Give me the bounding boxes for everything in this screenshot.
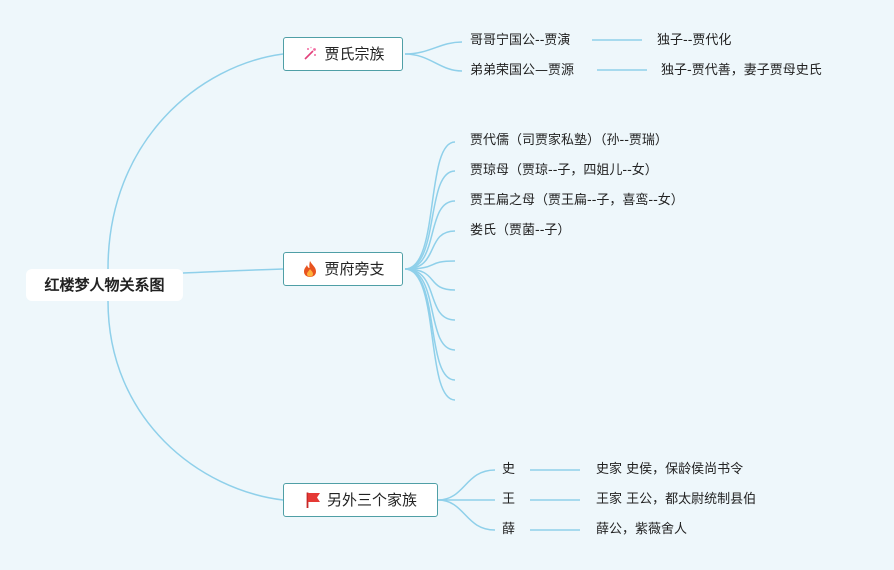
child-node[interactable]: 贾琼母（贾琼--子，四姐儿--女） — [470, 163, 658, 178]
branch-label: 贾氏宗族 — [324, 45, 385, 63]
grandchild-node[interactable]: 王家 王公，都太尉统制县伯 — [596, 492, 757, 507]
red-flag-icon — [304, 491, 322, 509]
sparkle-wand-icon — [301, 45, 319, 63]
child-node[interactable]: 史 — [502, 462, 516, 477]
child-node[interactable]: 弟弟荣国公—贾源 — [470, 63, 575, 78]
grandchild-node[interactable]: 史家 史侯，保龄侯尚书令 — [596, 462, 744, 477]
branch-node-jia-side-branches[interactable]: 贾府旁支 — [283, 252, 403, 286]
branch-label: 贾府旁支 — [324, 260, 385, 278]
child-node[interactable]: 贾代儒（司贾家私塾）（孙--贾瑞） — [470, 133, 668, 148]
child-node[interactable]: 薛 — [502, 522, 516, 537]
fire-icon — [301, 260, 319, 278]
grandchild-node[interactable]: 独子-贾代善，妻子贾母史氏 — [661, 63, 822, 78]
child-node[interactable]: 娄氏（贾菌--子） — [470, 223, 571, 238]
grandchild-node[interactable]: 薛公，紫薇舍人 — [596, 522, 688, 537]
branch-node-jia-clan[interactable]: 贾氏宗族 — [283, 37, 403, 71]
branch-label: 另外三个家族 — [326, 491, 417, 509]
child-node[interactable]: 哥哥宁国公--贾演 — [470, 33, 571, 48]
child-node[interactable]: 贾王扁之母（贾王扁--子，喜鸾--女） — [470, 193, 684, 208]
root-node[interactable]: 红楼梦人物关系图 — [26, 269, 183, 301]
branch-node-other-three-families[interactable]: 另外三个家族 — [283, 483, 438, 517]
child-node[interactable]: 王 — [502, 492, 516, 507]
grandchild-node[interactable]: 独子--贾代化 — [657, 33, 732, 48]
